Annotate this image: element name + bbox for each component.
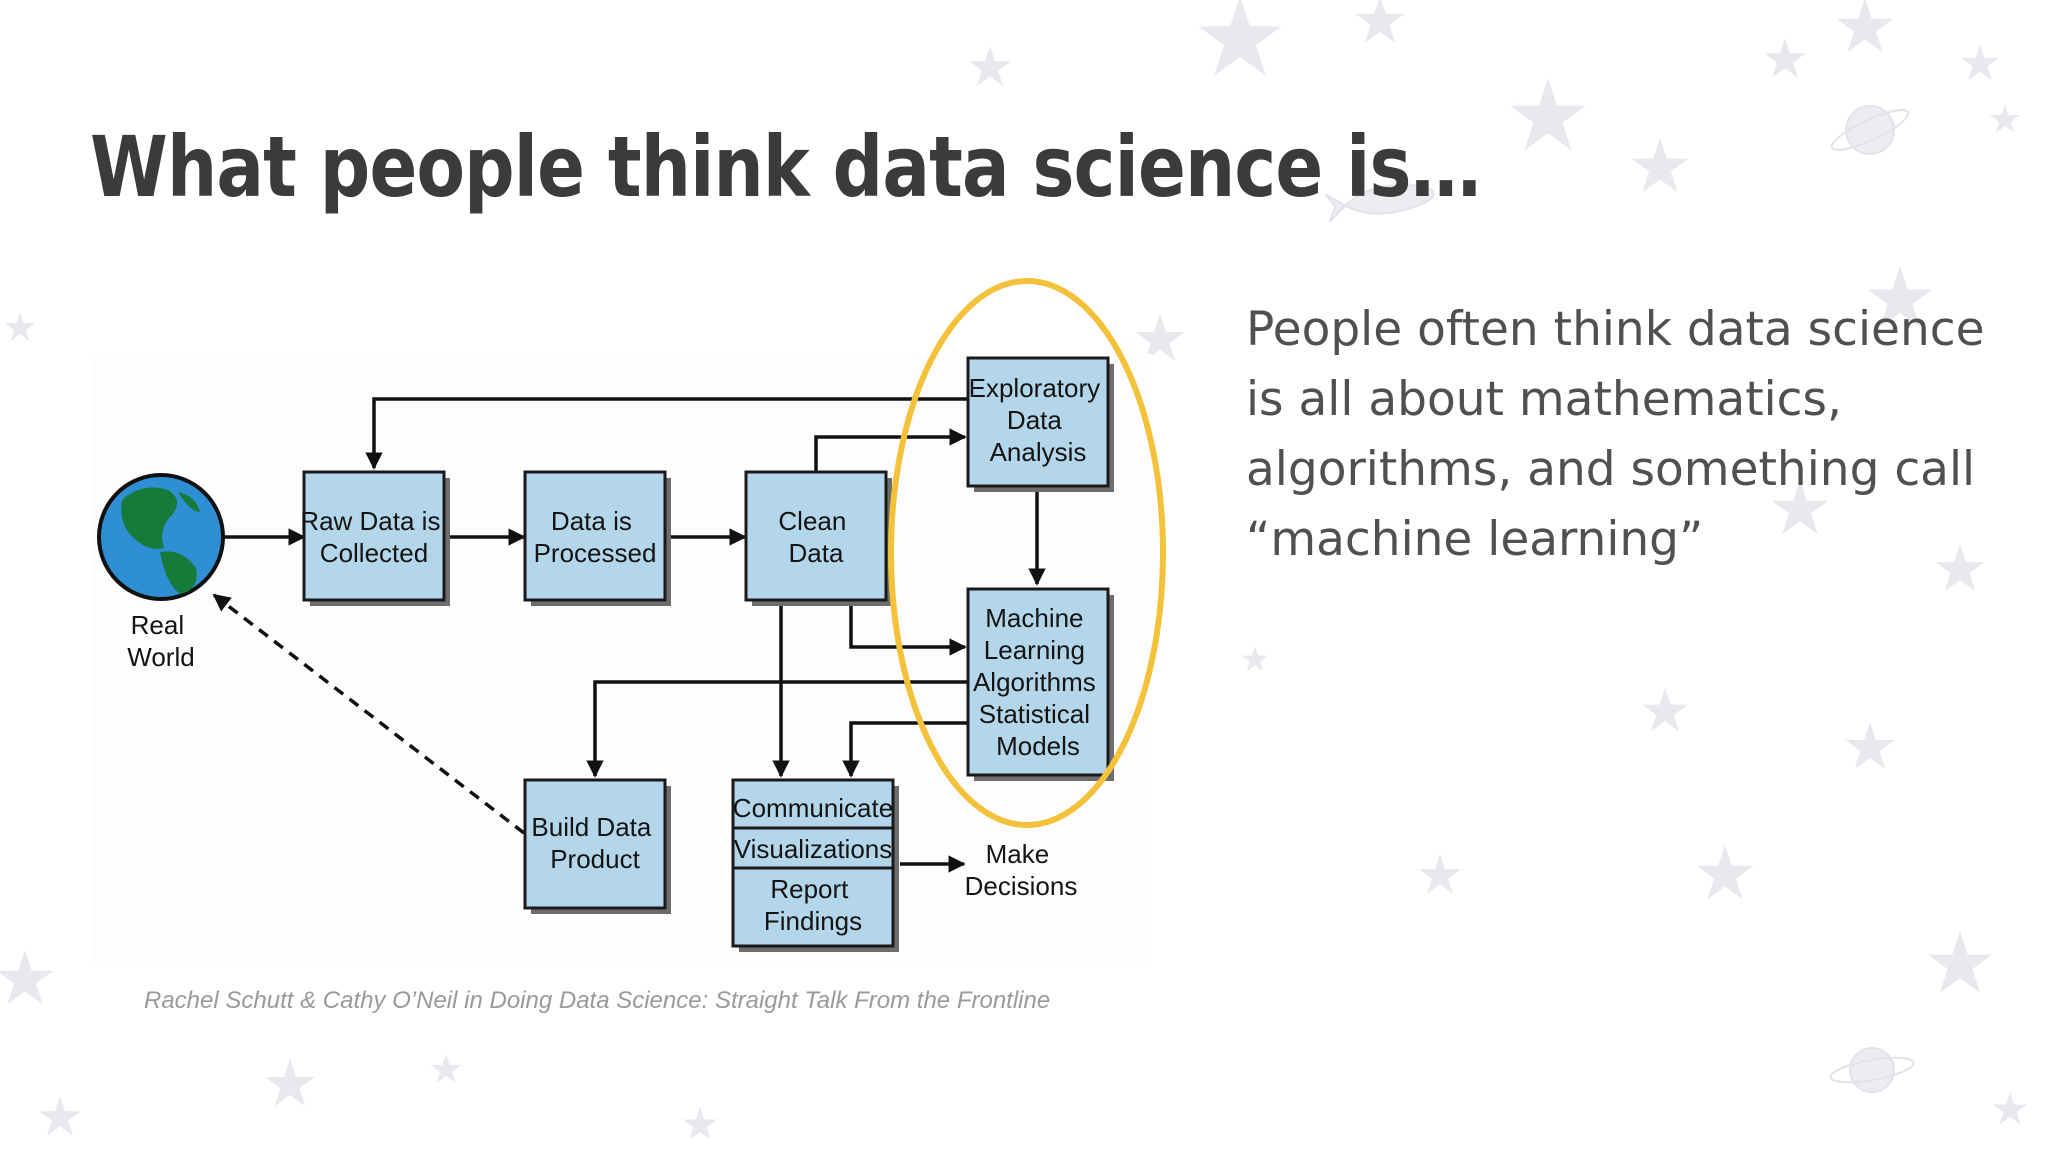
visualizations-label: Visualizations	[734, 834, 893, 864]
edge-build-to-world-dashed	[212, 593, 526, 835]
svg-text:Data is Processed: Data is Processed	[534, 506, 657, 568]
label-line: Processed	[534, 538, 657, 568]
globe-icon	[97, 473, 225, 601]
label-line: Report	[770, 874, 849, 904]
label-line: Analysis	[990, 437, 1087, 467]
edge-eda-to-raw	[365, 397, 967, 470]
label-line: Make	[986, 839, 1050, 869]
label-line: Algorithms	[973, 667, 1096, 697]
label-line: Clean	[778, 506, 846, 536]
label-line: Learning	[984, 635, 1085, 665]
box-build-data-product: Build Data Product	[523, 778, 671, 914]
edge-ml-to-build	[586, 680, 967, 778]
real-world-label: Real World	[127, 610, 194, 672]
label-line: Data is	[551, 506, 632, 536]
communicate-label: Communicate	[733, 793, 893, 823]
box-data-processed: Data is Processed	[523, 470, 671, 606]
label-line: Exploratory	[969, 373, 1101, 403]
box-clean-data: Clean Data	[744, 470, 892, 606]
label-line: World	[127, 642, 194, 672]
box-exploratory-data-analysis: Exploratory Data Analysis	[966, 356, 1114, 492]
planet-icon	[1830, 105, 1910, 155]
svg-text:Raw Data is Collected: Raw Data is Collected	[300, 506, 447, 568]
edge-clean-to-ml	[849, 602, 967, 656]
box-machine-learning-models: Machine Learning Algorithms Statistical …	[966, 587, 1114, 781]
edge-ml-to-communicate	[842, 721, 967, 778]
label-line: Data	[789, 538, 844, 568]
label-line: Data	[1007, 405, 1062, 435]
citation: Rachel Schutt & Cathy O’Neil in Doing Da…	[144, 987, 1051, 1014]
diagram-edges	[212, 397, 1046, 873]
svg-text:Exploratory Data A: Exploratory Data Analysis	[969, 373, 1108, 467]
label-line: Models	[996, 731, 1080, 761]
label-line: Build Data	[531, 812, 651, 842]
label-line: Statistical	[979, 699, 1090, 729]
svg-text:Report Findings: Report Findings	[764, 874, 862, 936]
make-decisions-label: Make Decisions	[965, 839, 1078, 901]
label-line: Findings	[764, 906, 862, 936]
label-line: Real	[131, 610, 184, 640]
box-communicate-stack: Communicate Visualizations Report Findin…	[731, 778, 899, 952]
rocket-icon	[1324, 184, 1435, 223]
box-raw-data-collected: Raw Data is Collected	[300, 470, 450, 606]
body-text: People often think data science is all a…	[1246, 302, 1985, 567]
svg-text:Build Data Product: Build Data Product	[531, 812, 658, 874]
highlight-ellipse	[888, 278, 1166, 828]
svg-text:Clean Data: Clean Data	[778, 506, 853, 568]
planet-icon	[1829, 1047, 1915, 1093]
label-line: Collected	[320, 538, 428, 568]
label-line: Decisions	[965, 871, 1078, 901]
svg-text:Machine Learning A: Machine Learning Algorithms Statistical …	[973, 603, 1103, 761]
label-line: Raw Data is	[300, 506, 440, 536]
edge-clean-to-eda	[814, 428, 967, 472]
label-line: Product	[550, 844, 640, 874]
slide-title: What people think data science is…	[90, 118, 1481, 216]
label-line: Machine	[985, 603, 1083, 633]
